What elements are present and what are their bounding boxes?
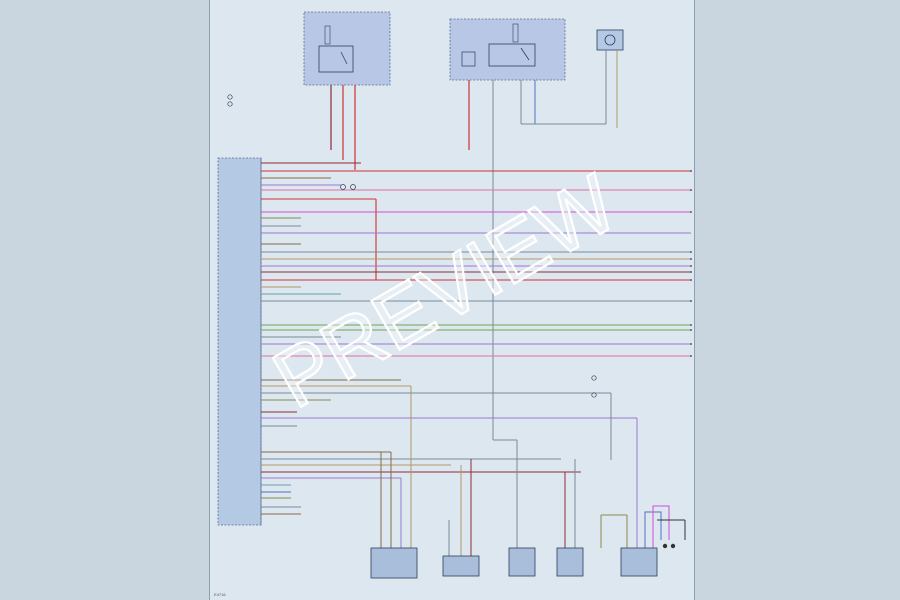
wiring-diagram: E4716 bbox=[214, 11, 692, 597]
legend-markers bbox=[227, 94, 597, 398]
bottom-components bbox=[370, 543, 676, 579]
right-edge-terminals bbox=[690, 170, 692, 357]
harness-lines bbox=[261, 162, 691, 515]
engine-control-module bbox=[217, 157, 262, 526]
vertical-drops bbox=[380, 386, 686, 556]
diagram-sheet: E4716 bbox=[209, 0, 695, 600]
fuel-pump-connector bbox=[596, 29, 624, 128]
fuse-box-center bbox=[449, 18, 606, 440]
fuse-box-left bbox=[303, 11, 391, 170]
page-code: E4716 bbox=[214, 592, 226, 597]
